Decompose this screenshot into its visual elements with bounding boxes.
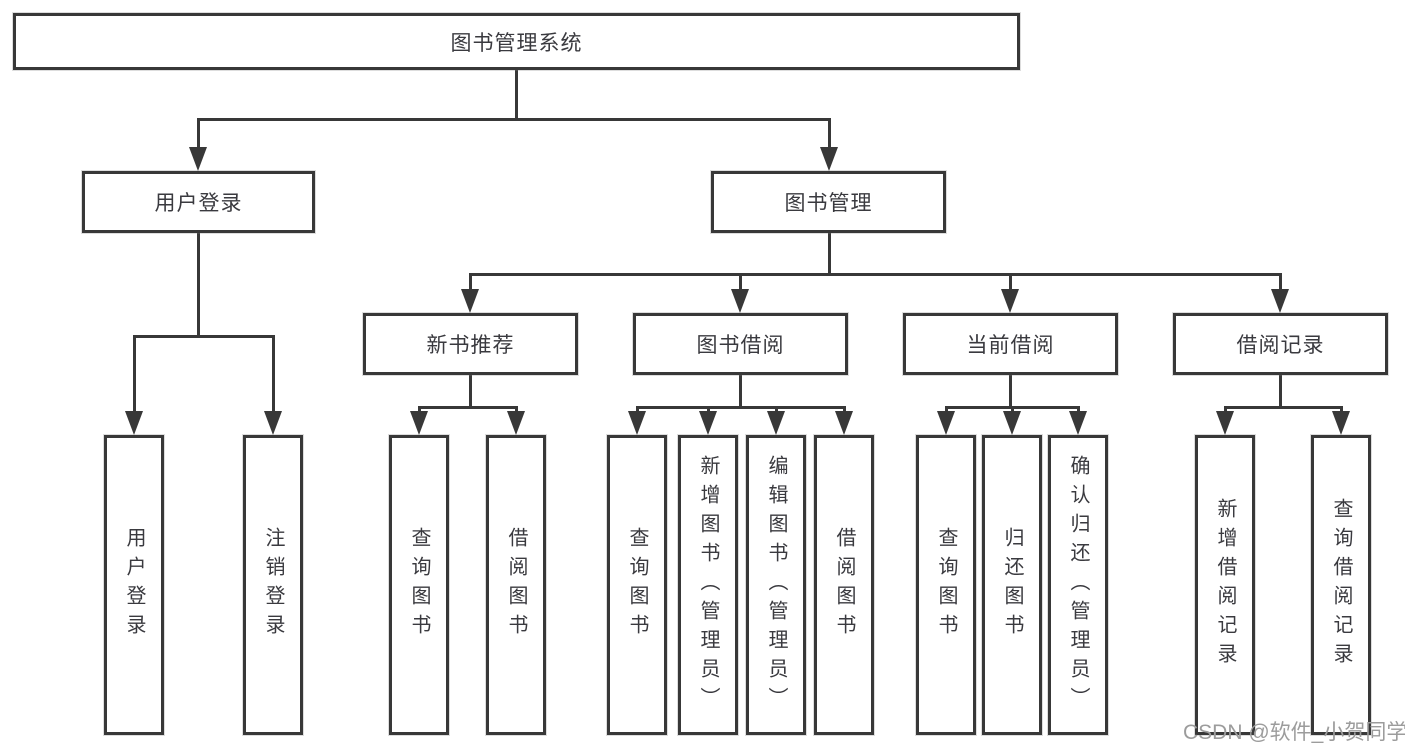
arrowhead-icon: [264, 411, 282, 435]
arrowhead-icon: [835, 411, 853, 435]
leaf-add-borrow-record: 新增借阅记录: [1195, 435, 1255, 735]
connector-drop: [739, 273, 742, 291]
connector-drop-user-login: [197, 118, 200, 149]
connector-drop: [1279, 273, 1282, 291]
connector-drop: [707, 406, 710, 413]
node-borrow-record: 借阅记录: [1173, 313, 1388, 375]
connector-stem: [739, 375, 742, 406]
arrowhead-icon: [410, 411, 428, 435]
leaf-borrow-books: 借阅图书: [486, 435, 546, 735]
connector-drop: [1011, 406, 1014, 413]
arrowhead-icon: [1216, 411, 1234, 435]
connector-drop: [1077, 406, 1080, 413]
connector-drop: [1009, 273, 1012, 291]
connector-drop: [636, 406, 639, 413]
node-book-management: 图书管理: [711, 171, 946, 233]
arrowhead-icon: [1003, 411, 1021, 435]
connector-drop: [133, 335, 136, 413]
node-new-book-recommend: 新书推荐: [363, 313, 578, 375]
leaf-borrow-books: 借阅图书: [814, 435, 874, 735]
node-root: 图书管理系统: [13, 13, 1020, 70]
connector-stem: [1009, 375, 1012, 406]
arrowhead-icon: [1271, 289, 1289, 313]
leaf-confirm-return-admin: 确认归还（管理员）: [1048, 435, 1108, 735]
leaf-query-books: 查询图书: [916, 435, 976, 735]
arrowhead-icon: [1069, 411, 1087, 435]
node-book-borrow: 图书借阅: [633, 313, 848, 375]
leaf-query-borrow-record: 查询借阅记录: [1311, 435, 1371, 735]
connector-level3-branch: [469, 273, 1281, 276]
leaf-edit-books-admin: 编辑图书（管理员）: [746, 435, 806, 735]
leaf-logout: 注销登录: [243, 435, 303, 735]
arrowhead-icon: [1001, 289, 1019, 313]
arrowhead-icon: [125, 411, 143, 435]
connector-user-login-stem: [197, 233, 200, 335]
connector-drop: [1224, 406, 1227, 413]
connector-drop: [418, 406, 421, 413]
connector-drop: [1340, 406, 1343, 413]
connector-stem: [1279, 375, 1282, 406]
arrowhead-icon: [507, 411, 525, 435]
arrowhead-icon: [767, 411, 785, 435]
connector-drop: [843, 406, 846, 413]
csdn-watermark: CSDN @软件_小贺同学: [1183, 721, 1405, 744]
connector-book-management-stem: [828, 233, 831, 273]
connector-drop: [469, 273, 472, 291]
arrowhead-icon: [189, 147, 207, 171]
connector-level1-branch: [197, 118, 831, 121]
connector-drop: [272, 335, 275, 413]
connector-drop: [515, 406, 518, 413]
node-user-login: 用户登录: [82, 171, 315, 233]
connector-branch: [636, 406, 845, 409]
connector-stem: [469, 375, 472, 406]
arrowhead-icon: [1332, 411, 1350, 435]
arrowhead-icon: [731, 289, 749, 313]
node-current-borrow: 当前借阅: [903, 313, 1118, 375]
arrowhead-icon: [937, 411, 955, 435]
connector-branch: [418, 406, 518, 409]
leaf-query-books: 查询图书: [607, 435, 667, 735]
leaf-return-books: 归还图书: [982, 435, 1042, 735]
leaf-query-books: 查询图书: [389, 435, 449, 735]
connector-user-login-branch: [133, 335, 274, 338]
connector-drop: [945, 406, 948, 413]
connector-drop: [775, 406, 778, 413]
leaf-user-login: 用户登录: [104, 435, 164, 735]
connector-drop-book-management: [828, 118, 831, 149]
arrowhead-icon: [461, 289, 479, 313]
leaf-add-books-admin: 新增图书（管理员）: [678, 435, 738, 735]
arrowhead-icon: [820, 147, 838, 171]
arrowhead-icon: [699, 411, 717, 435]
arrowhead-icon: [628, 411, 646, 435]
connector-root-stem: [515, 70, 518, 118]
connector-branch: [1224, 406, 1342, 409]
